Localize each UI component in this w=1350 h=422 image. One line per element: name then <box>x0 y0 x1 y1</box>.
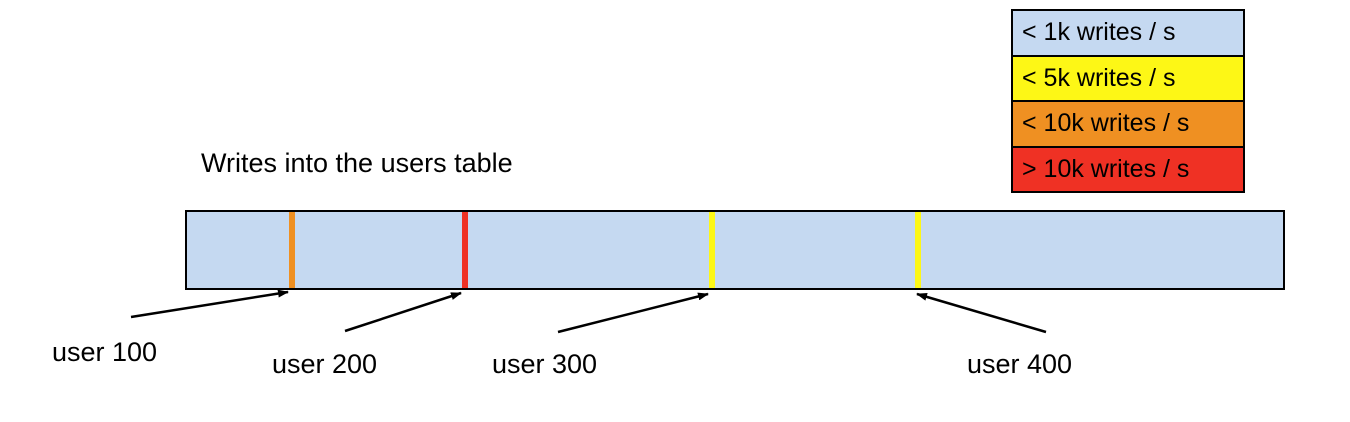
legend-label: < 1k writes / s <box>1022 18 1176 47</box>
page-title: Writes into the users table <box>201 148 513 178</box>
pointer-label: user 100 <box>52 337 158 367</box>
legend-label: > 10k writes / s <box>1022 154 1190 183</box>
legend-row: < 1k writes / s <box>1013 11 1243 57</box>
pointer-arrow <box>344 291 462 333</box>
user-100-stripe <box>289 212 295 288</box>
legend-label: < 10k writes / s <box>1022 109 1190 138</box>
pointer-label: user 300 <box>492 349 598 379</box>
write-rate-legend: < 1k writes / s < 5k writes / s < 10k writ… <box>1011 9 1245 193</box>
pointer-arrow <box>557 292 709 334</box>
user-400-stripe <box>915 212 921 288</box>
legend-row: < 5k writes / s <box>1013 56 1243 102</box>
user-300-stripe <box>709 212 715 288</box>
pointer-label: user 200 <box>272 349 378 379</box>
user-200-stripe <box>462 212 468 288</box>
users-table-bar <box>185 210 1285 290</box>
pointer-label: user 400 <box>967 349 1073 379</box>
legend-row: > 10k writes / s <box>1013 147 1243 191</box>
legend-row: < 10k writes / s <box>1013 102 1243 148</box>
pointer-arrow <box>916 292 1047 334</box>
pointer-arrow <box>130 289 289 319</box>
legend-label: < 5k writes / s <box>1022 63 1176 92</box>
